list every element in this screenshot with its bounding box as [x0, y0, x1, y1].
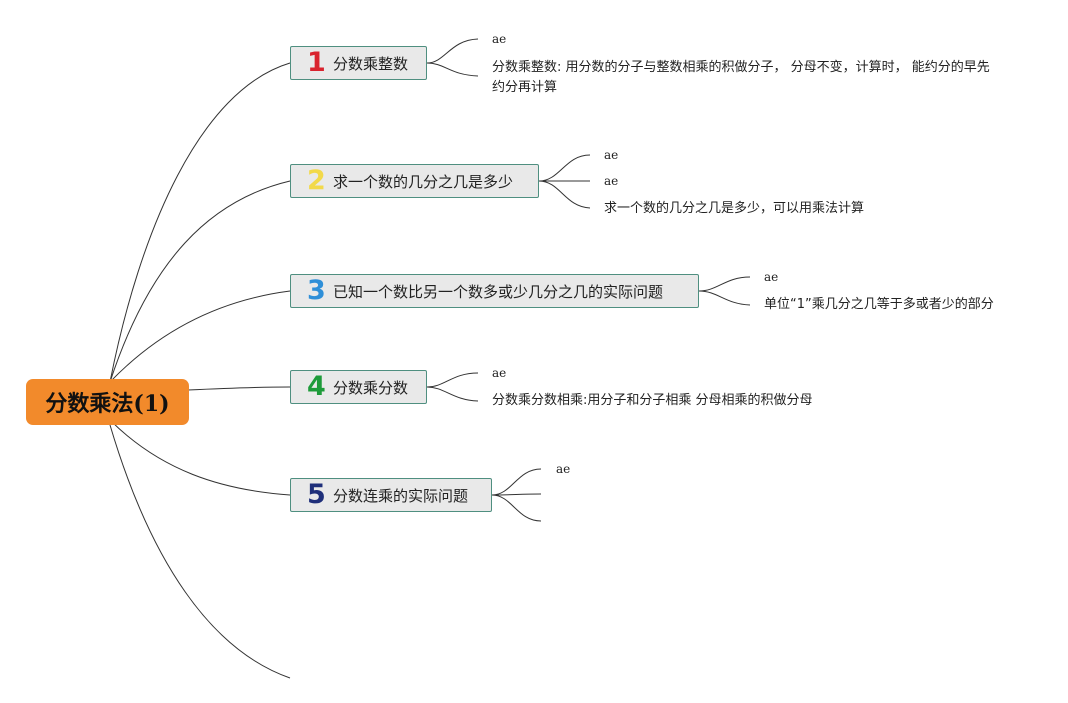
topic-4-leaf-2: 分数乘分数相乘:用分子和分子相乘 分母相乘的积做分母 — [492, 393, 813, 408]
topic-3-leaf-1: ae — [764, 270, 779, 284]
connector-topic-5-leaf-3 — [491, 494, 542, 522]
connector-topic-4-leaf-2 — [426, 386, 479, 402]
connector-root-topic-5 — [109, 419, 291, 496]
connector-topic-3-leaf-1 — [698, 276, 751, 292]
connector-topic-4-leaf-1 — [426, 372, 479, 388]
topic-3-leaf-2: 单位“1”乘几分之几等于多或者少的部分 — [764, 297, 994, 312]
topic-1-leaf-2: 分数乘整数: 用分数的分子与整数相乘的积做分子， 分母不变，计算时， 能约分的早… — [492, 60, 990, 95]
connector-root-empty — [109, 424, 291, 679]
connector-topic-1-leaf-1 — [426, 38, 479, 64]
topic-3[interactable]: 3 已知一个数比另一个数多或少几分之几的实际问题 — [290, 274, 699, 308]
connector-root-topic-1 — [109, 62, 291, 383]
connector-topic-2-leaf-1 — [538, 154, 591, 182]
topic-1-label: 分数乘整数 — [333, 54, 409, 73]
number-3-icon: 3 — [307, 275, 326, 306]
number-1-icon: 1 — [307, 47, 326, 78]
topic-2-leaf-2: ae — [604, 174, 619, 188]
topic-5[interactable]: 5 分数连乘的实际问题 — [290, 478, 492, 512]
connector-topic-3-leaf-2 — [698, 290, 751, 306]
topic-2-label: 求一个数的几分之几是多少 — [333, 172, 514, 191]
topic-5-leaf-1: ae — [556, 462, 571, 476]
topic-5-label: 分数连乘的实际问题 — [333, 486, 469, 505]
number-5-icon: 5 — [307, 479, 326, 510]
connector-root-topic-2 — [109, 180, 291, 383]
topic-2[interactable]: 2 求一个数的几分之几是多少 — [290, 164, 539, 198]
topic-4[interactable]: 4 分数乘分数 — [290, 370, 427, 404]
connector-topic-5-leaf-2 — [491, 493, 542, 496]
topic-1-leaf-1: ae — [492, 32, 507, 46]
number-4-icon: 4 — [307, 371, 326, 402]
connector-topic-5-leaf-1 — [491, 468, 542, 496]
topic-1[interactable]: 1 分数乘整数 — [290, 46, 427, 80]
root-topic-label: 分数乘法(1) — [45, 391, 170, 417]
number-2-icon: 2 — [307, 165, 326, 196]
topic-2-leaf-3: 求一个数的几分之几是多少，可以用乘法计算 — [604, 201, 865, 216]
topic-4-label: 分数乘分数 — [333, 378, 409, 397]
connector-root-topic-4 — [187, 386, 291, 391]
connector-topic-1-leaf-2 — [426, 62, 479, 77]
connector-root-topic-3 — [109, 290, 291, 383]
root-topic[interactable]: 分数乘法(1) — [26, 379, 189, 425]
topic-2-leaf-1: ae — [604, 148, 619, 162]
topic-4-leaf-1: ae — [492, 366, 507, 380]
connector-topic-2-leaf-3 — [538, 180, 591, 209]
topic-3-label: 已知一个数比另一个数多或少几分之几的实际问题 — [333, 282, 664, 301]
